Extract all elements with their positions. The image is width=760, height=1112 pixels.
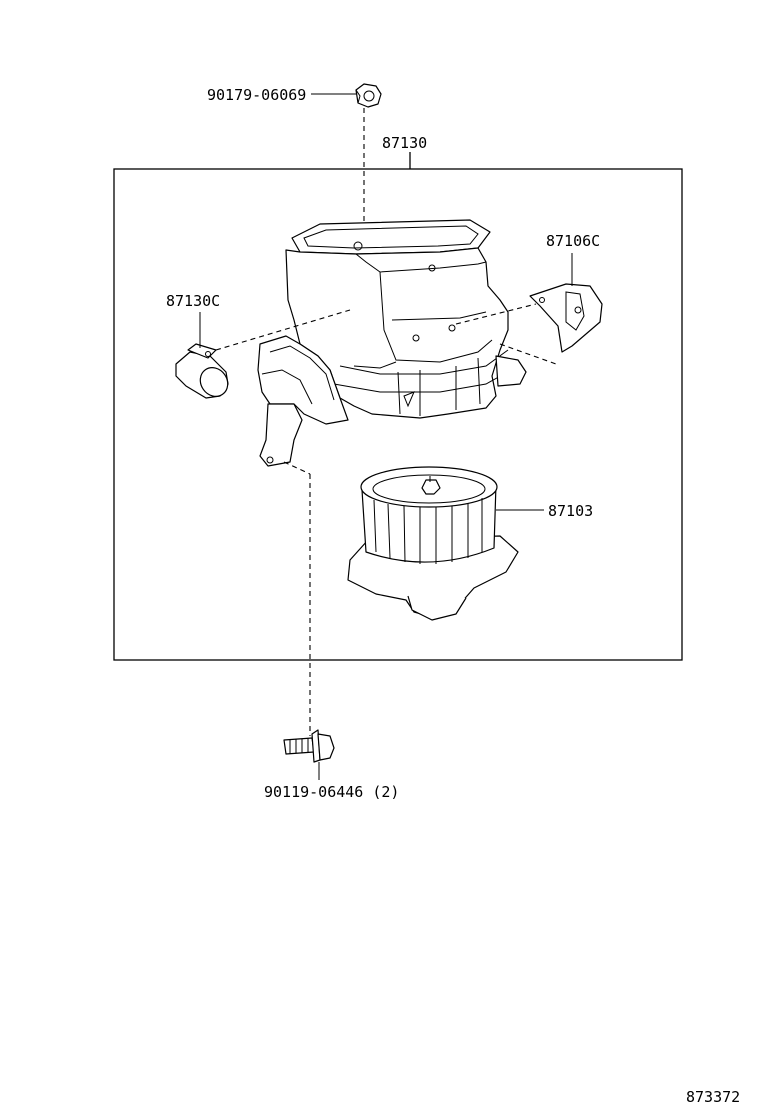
blower-motor-part[interactable]: [347, 466, 519, 621]
resistor-part[interactable]: [175, 343, 233, 402]
label-nut: 90179-06069: [207, 86, 306, 104]
label-bracket: 87106C: [546, 232, 600, 250]
drawing-number: 873372: [686, 1088, 740, 1106]
bracket-dashed-line: [499, 343, 557, 365]
assembly-frame: [113, 168, 683, 661]
nut-part[interactable]: [355, 83, 382, 108]
label-bolt: 90119-06446 (2): [264, 783, 399, 801]
bracket-dashed-line-2: [455, 303, 537, 325]
bolt-dashed-line: [283, 461, 311, 475]
label-motor: 87103: [548, 502, 593, 520]
bolt-part[interactable]: [283, 729, 335, 763]
blower-case-part[interactable]: [257, 219, 527, 467]
label-blower-case: 87130: [382, 134, 427, 152]
label-resistor: 87130C: [166, 292, 220, 310]
bracket-part[interactable]: [529, 283, 603, 353]
